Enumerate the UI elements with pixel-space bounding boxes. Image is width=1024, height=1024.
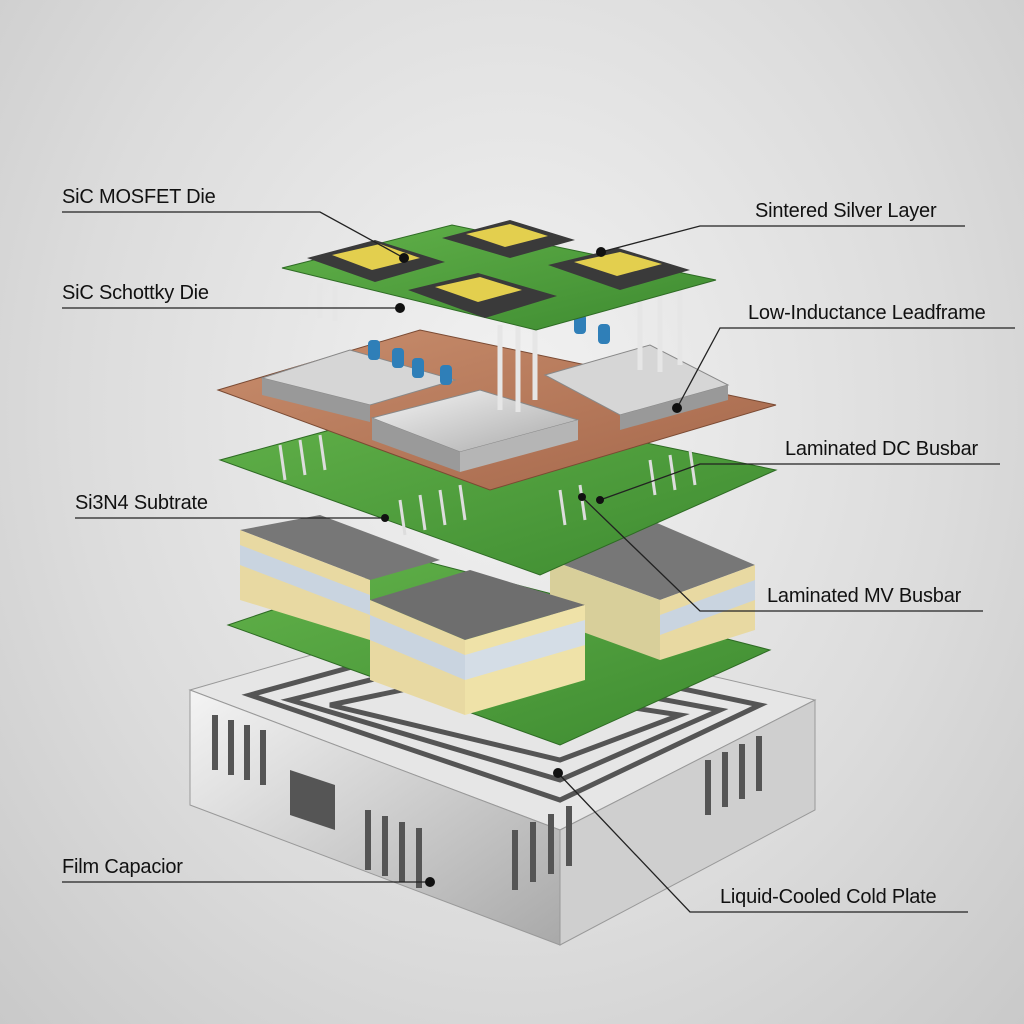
cooling-vents	[212, 715, 762, 890]
sic-dies	[307, 220, 690, 318]
label-sic-schottky-die: SiC Schottky Die	[62, 282, 209, 304]
label-liquid-cooled-cold-plate: Liquid-Cooled Cold Plate	[720, 886, 937, 908]
label-laminated-mv-busbar: Laminated MV Busbar	[767, 585, 962, 607]
label-si3n4-substrate: Si3N4 Subtrate	[75, 492, 208, 514]
small-capacitors	[368, 314, 610, 385]
die	[548, 248, 690, 290]
vertical-pins	[302, 280, 683, 412]
label-film-capacitor: Film Capacior	[62, 856, 183, 878]
die	[408, 273, 557, 318]
leader-lines	[62, 211, 1015, 913]
label-sintered-silver-layer: Sintered Silver Layer	[755, 200, 937, 222]
leadframe-pins	[278, 434, 697, 536]
label-sic-mosfet-die: SiC MOSFET Die	[62, 186, 216, 208]
die	[442, 220, 575, 258]
label-low-inductance-leadframe: Low-Inductance Leadframe	[748, 302, 986, 324]
leader-dots	[381, 247, 682, 887]
die	[307, 240, 445, 282]
label-laminated-dc-busbar: Laminated DC Busbar	[785, 438, 978, 460]
